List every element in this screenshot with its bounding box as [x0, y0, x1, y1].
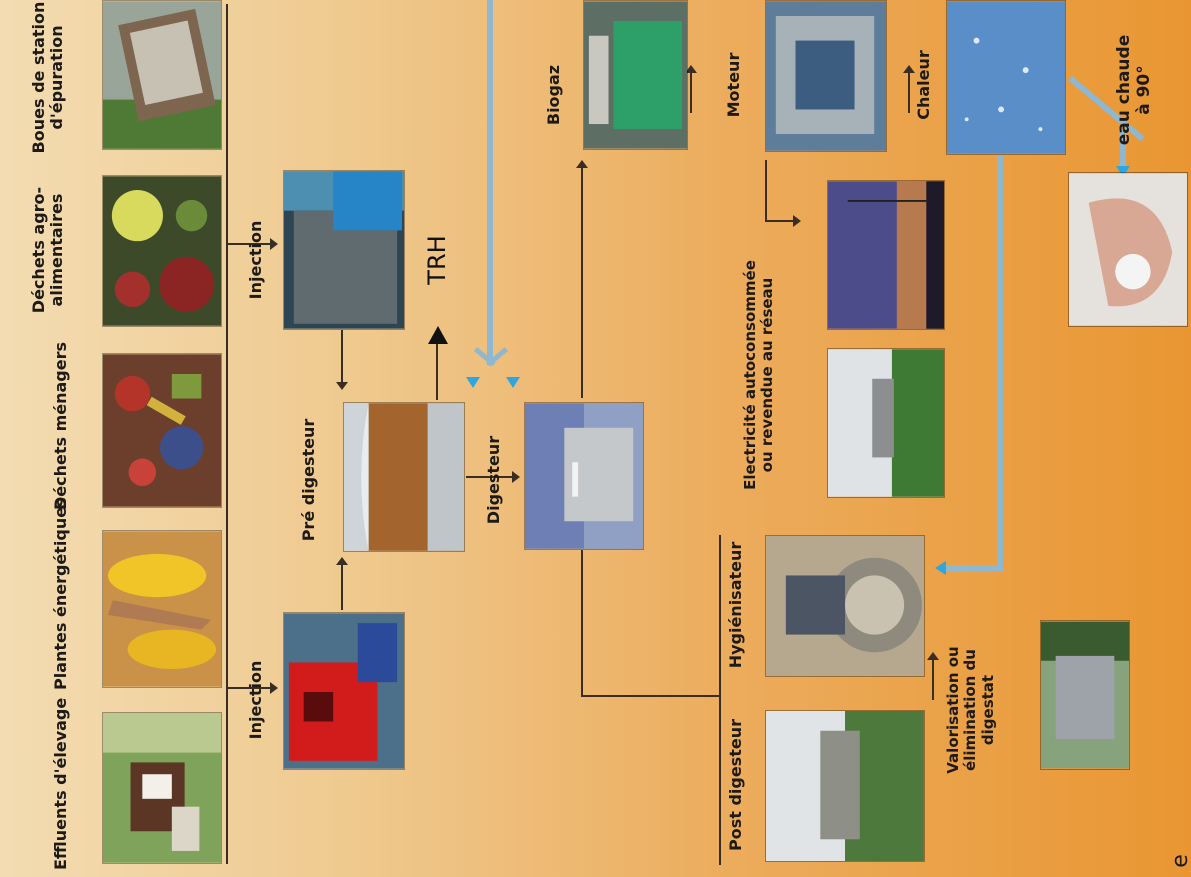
digester-to-biogaz-line — [581, 168, 583, 398]
hyg-to-valorisation-line — [932, 660, 934, 700]
arrowhead-moteur — [685, 65, 697, 73]
label-electricite: Electricité autoconsommée ou revendue au… — [741, 260, 777, 490]
photo-injection-machine — [283, 170, 405, 330]
label-plantes: Plantes énergétiques — [51, 497, 70, 690]
moteur-down-line — [765, 160, 767, 222]
arrowhead-trh — [428, 326, 448, 344]
photo-digesteur — [524, 402, 644, 550]
heat-arrowhead-hygienisateur — [935, 561, 946, 575]
label-pre-digesteur: Pré digesteur — [299, 418, 318, 542]
label-dechets-agro: Déchets agro-alimentaires — [29, 186, 67, 314]
photo-hygienisateur — [765, 535, 925, 677]
chaleur-to-hyg-vertical — [997, 155, 1003, 570]
heat-arrowhead-predigester — [466, 377, 480, 388]
moteur-to-chaleur-line — [908, 73, 910, 113]
injection2-feed-line — [226, 243, 276, 245]
arrowhead-chaleur — [903, 65, 915, 73]
label-digesteur: Digesteur — [484, 435, 503, 525]
digester-to-post-line — [581, 695, 721, 697]
photo-biogaz — [583, 0, 688, 150]
label-hygienisateur: Hygiénisateur — [726, 541, 745, 669]
heat-arrowhead-hotwater — [1116, 166, 1130, 177]
arrowhead-biogaz — [576, 160, 588, 168]
label-chaleur: Chaleur — [914, 50, 933, 120]
label-moteur: Moteur — [724, 52, 743, 118]
hotwater-down-line — [1120, 130, 1126, 170]
arrowhead-valorisation — [927, 652, 939, 660]
arrowhead-injection2 — [270, 238, 278, 250]
predigester-to-digester-line — [466, 476, 518, 478]
photo-hot-water-hand — [1068, 172, 1188, 327]
photo-chaleur — [946, 0, 1066, 155]
arrowhead-injection1 — [270, 682, 278, 694]
chaleur-to-hyg-horizontal — [945, 565, 1003, 571]
biogaz-to-moteur-line — [690, 73, 692, 113]
label-valorisation: Valorisation ou élimination du digestat — [944, 646, 997, 774]
stray-letter: e — [1168, 854, 1191, 868]
label-eau-chaude: eau chaude à 90° — [1114, 34, 1154, 146]
arrowhead-digester — [512, 471, 520, 483]
injection1-to-predigester-line — [341, 558, 343, 610]
label-effluents: Effluents d'élevage — [51, 697, 70, 870]
digester-down-line — [581, 550, 583, 697]
label-trh: TRH — [423, 235, 451, 285]
photo-valorisation — [1040, 620, 1130, 770]
arrowhead-electricite — [793, 215, 801, 227]
photo-agrofood-waste — [102, 175, 222, 327]
label-injection-2: Injection — [246, 220, 265, 300]
photo-corn — [102, 530, 222, 688]
trh-arrow-line — [436, 340, 438, 400]
heat-arrowhead-digester — [506, 377, 520, 388]
photo-post-digesteur — [765, 710, 925, 862]
photo-household-waste — [102, 353, 222, 508]
label-biogaz: Biogaz — [544, 64, 563, 126]
input-collector-line — [226, 4, 228, 864]
label-boues: Boues de station d'épuration — [29, 1, 67, 154]
arrowhead-predigester-left — [336, 557, 348, 565]
photo-moteur — [765, 0, 887, 152]
arrowhead-predigester-right — [336, 382, 348, 390]
photo-electricite-sunset — [827, 180, 945, 330]
photo-cattle — [102, 712, 222, 864]
moteur-to-electricite-line — [765, 220, 795, 222]
injection1-feed-line — [226, 687, 276, 689]
photo-electricite-field — [827, 348, 945, 498]
photo-injection-pump — [283, 612, 405, 770]
label-dechets-menagers: Déchets ménagers — [51, 341, 70, 510]
injection2-to-predigester-line — [341, 330, 343, 388]
post-hyg-divider-line — [719, 535, 721, 865]
photo-pre-digesteur — [343, 402, 465, 552]
photo-sewage-sludge — [102, 0, 222, 150]
heat-return-vertical-line — [487, 0, 493, 365]
label-post-digesteur: Post digesteur — [726, 719, 745, 852]
label-injection-1: Injection — [246, 660, 265, 740]
